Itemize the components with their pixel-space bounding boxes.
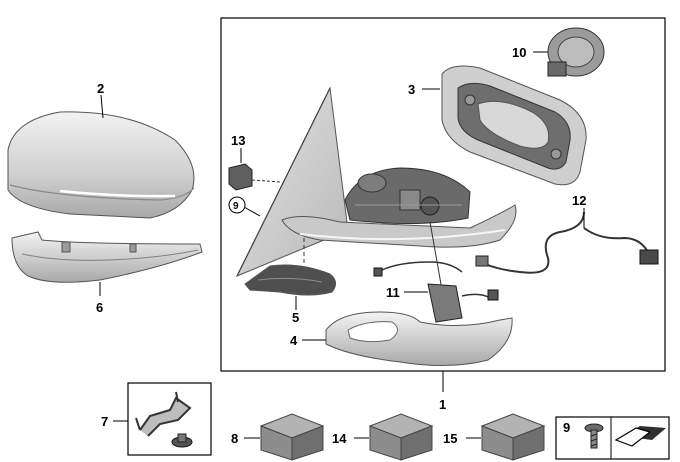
parts-kit-8 [259,413,325,461]
screw-box [555,416,670,460]
callout-3: 3 [408,82,415,97]
callout-9-circle [228,196,246,214]
mirror-cap-part [7,111,195,219]
callout-4: 4 [290,333,298,348]
arrow-icon [614,426,666,447]
callout-15: 15 [443,431,457,446]
turn-signal-part [11,231,203,283]
fixings-box [127,382,212,456]
wiring-harness-part [475,211,659,274]
connector-13-part [228,163,281,191]
callout-14: 14 [332,431,347,446]
callout-1: 1 [439,397,446,412]
callout-12: 12 [572,193,586,208]
callout-6: 6 [96,300,103,315]
callout-9-box: 9 [563,420,570,435]
parts-kit-14 [368,413,434,461]
glass-actuator-part [547,27,605,77]
parts-kit-15 [480,413,546,461]
lower-cover-part [244,238,336,296]
callout-7: 7 [101,414,108,429]
callout-8: 8 [231,431,238,446]
callout-11: 11 [386,285,400,300]
mirror-housing-part [235,86,517,277]
control-unit-part [373,221,499,323]
callout-10: 10 [512,45,526,60]
callout-2: 2 [97,81,104,96]
fixings-part [135,391,193,448]
callout-9-circled: 9 [233,201,239,212]
callout-13: 13 [231,133,245,148]
trim-ring-part [325,311,513,367]
mirror-glass-part [441,65,587,186]
screw-part [584,423,604,449]
callout-5: 5 [292,310,299,325]
